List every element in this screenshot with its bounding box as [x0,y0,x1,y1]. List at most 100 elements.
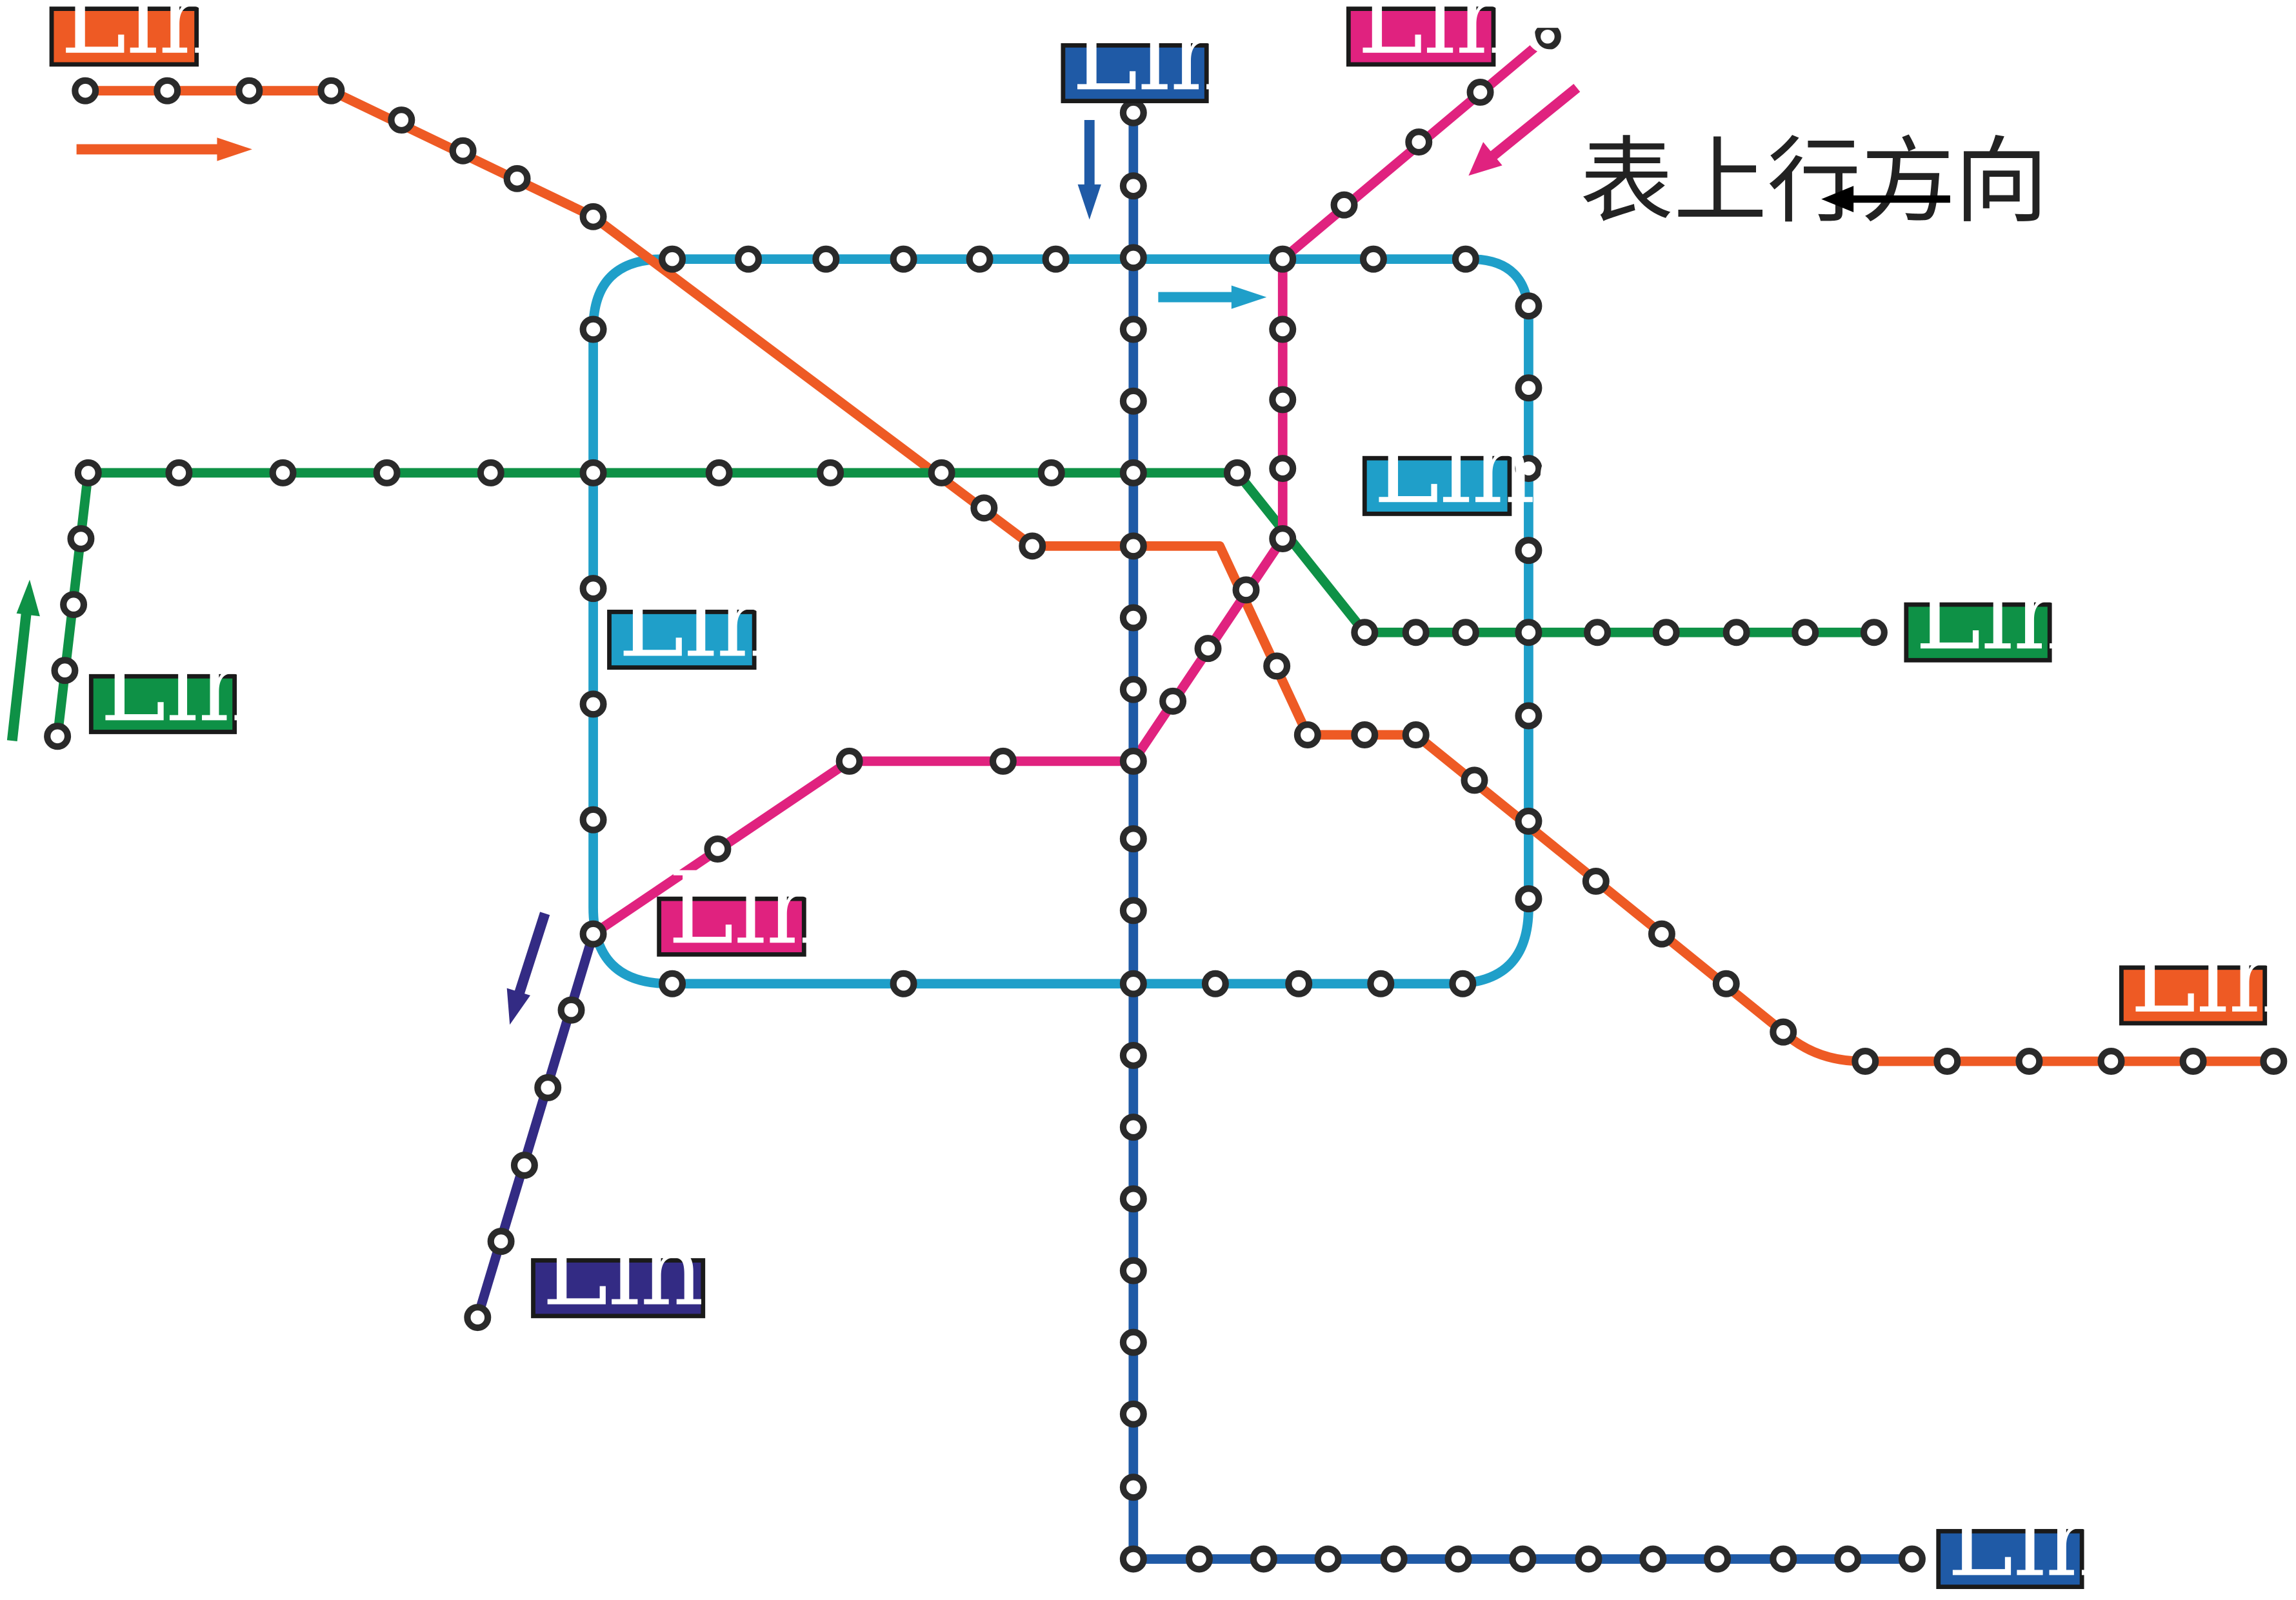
station-marker[interactable] [1293,721,1321,749]
station-marker[interactable] [1351,721,1379,749]
station-marker[interactable] [449,137,477,165]
station-marker[interactable] [1119,1545,1147,1573]
station-marker[interactable] [1712,970,1740,997]
station-marker[interactable] [2260,1048,2288,1075]
station-marker[interactable] [1860,619,1888,646]
station-marker[interactable] [1402,619,1430,646]
station-marker[interactable] [60,591,88,619]
station-marker[interactable] [1351,619,1379,646]
station-marker[interactable] [1019,532,1046,560]
station-marker[interactable] [1359,245,1387,273]
station-marker[interactable] [1792,619,1819,646]
station-marker[interactable] [735,245,763,273]
station-marker[interactable] [1269,245,1297,273]
station-marker[interactable] [1119,315,1147,343]
station-marker[interactable] [1223,459,1251,486]
station-marker[interactable] [510,1152,538,1179]
station-marker[interactable] [890,245,917,273]
station-marker[interactable] [1314,1545,1342,1573]
station-marker[interactable] [1402,721,1430,749]
station-marker[interactable] [1652,619,1680,646]
station-marker[interactable] [487,1228,515,1255]
station-marker[interactable] [1584,619,1612,646]
station-marker[interactable] [1515,807,1542,835]
station-marker[interactable] [1367,970,1395,997]
station-marker[interactable] [1250,1545,1277,1573]
station-marker[interactable] [1722,619,1750,646]
station-marker[interactable] [1119,825,1147,853]
station-marker[interactable] [1119,387,1147,415]
station-marker[interactable] [1639,1545,1667,1573]
station-marker[interactable] [44,723,72,750]
station-marker[interactable] [1452,245,1479,273]
station-marker[interactable] [1405,128,1433,156]
station-marker[interactable] [1119,675,1147,703]
station-marker[interactable] [1119,1328,1147,1356]
station-marker[interactable] [659,245,686,273]
station-marker[interactable] [1575,1545,1602,1573]
station-marker[interactable] [1119,970,1147,997]
station-marker[interactable] [1770,1545,1797,1573]
station-marker[interactable] [534,1074,562,1101]
station-marker[interactable] [503,165,531,192]
station-marker[interactable] [1515,537,1542,565]
station-marker[interactable] [1648,920,1675,948]
station-marker[interactable] [1194,635,1222,663]
station-marker[interactable] [817,459,844,486]
station-marker[interactable] [1201,970,1229,997]
station-marker[interactable] [373,459,401,486]
station-marker[interactable] [1380,1545,1408,1573]
station-marker[interactable] [970,494,998,522]
station-marker[interactable] [1119,897,1147,925]
station-marker[interactable] [557,996,585,1024]
station-marker[interactable] [579,806,607,834]
station-marker[interactable] [1515,455,1542,483]
station-marker[interactable] [1269,455,1297,483]
station-marker[interactable] [705,459,733,486]
station-marker[interactable] [1444,1545,1472,1573]
station-marker[interactable] [1119,1114,1147,1141]
station-marker[interactable] [579,203,607,230]
station-marker[interactable] [1449,970,1477,997]
station-marker[interactable] [579,690,607,718]
station-marker[interactable] [579,920,607,948]
station-marker[interactable] [1119,172,1147,200]
station-marker[interactable] [1263,652,1291,680]
station-marker[interactable] [2097,1048,2125,1075]
station-marker[interactable] [1770,1018,1797,1046]
station-marker[interactable] [51,657,79,685]
station-marker[interactable] [1515,885,1542,913]
station-marker[interactable] [1269,315,1297,343]
station-marker[interactable] [1269,525,1297,552]
station-marker[interactable] [1159,687,1187,715]
station-marker[interactable] [1119,747,1147,775]
station-marker[interactable] [1119,459,1147,486]
station-marker[interactable] [1834,1545,1862,1573]
station-marker[interactable] [1119,604,1147,632]
station-marker[interactable] [928,459,955,486]
station-marker[interactable] [659,970,686,997]
station-marker[interactable] [835,747,863,775]
station-marker[interactable] [579,459,607,486]
station-marker[interactable] [1852,1048,1879,1075]
station-marker[interactable] [1898,1545,1926,1573]
station-marker[interactable] [1515,702,1542,730]
station-marker[interactable] [890,970,917,997]
station-marker[interactable] [1269,386,1297,414]
station-marker[interactable] [1509,1545,1537,1573]
station-marker[interactable] [165,459,193,486]
station-marker[interactable] [966,245,993,273]
station-marker[interactable] [235,77,263,105]
station-marker[interactable] [1119,1474,1147,1501]
station-marker[interactable] [72,77,99,105]
station-marker[interactable] [154,77,181,105]
station-marker[interactable] [1515,619,1542,646]
station-marker[interactable] [1330,191,1358,219]
station-marker[interactable] [1037,459,1065,486]
station-marker[interactable] [74,459,102,486]
station-marker[interactable] [579,575,607,603]
station-marker[interactable] [317,77,345,105]
station-marker[interactable] [2179,1048,2207,1075]
station-marker[interactable] [2015,1048,2043,1075]
station-marker[interactable] [1466,78,1494,106]
